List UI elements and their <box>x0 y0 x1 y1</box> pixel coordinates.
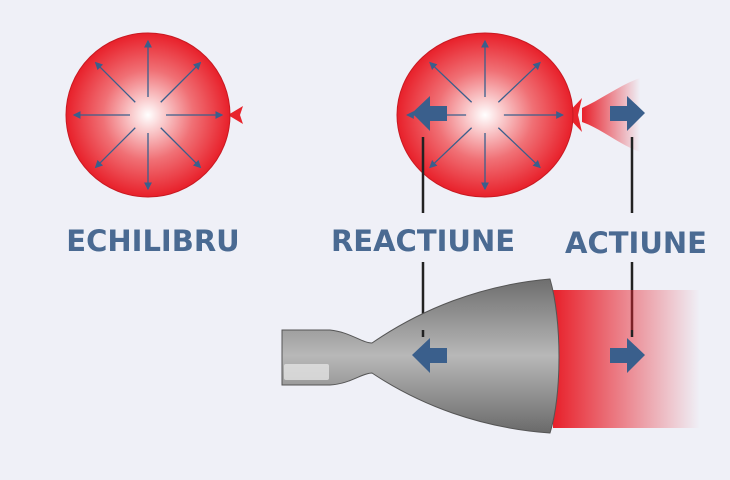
pressure-arrow-icon <box>94 61 136 103</box>
rocket-nozzle <box>281 278 700 434</box>
pressure-arrow-icon <box>497 61 541 103</box>
pressure-arrow-icon <box>160 61 202 103</box>
reaction-arrow-icon <box>412 338 447 373</box>
action-label: ACTIUNE <box>565 226 707 260</box>
pressure-arrow-icon <box>429 61 473 103</box>
pressure-arrow-icon <box>429 127 473 169</box>
action-arrow-icon <box>610 338 645 373</box>
balloon-knot <box>566 98 582 132</box>
pressure-arrow-icon <box>160 127 202 169</box>
nozzle-highlight <box>284 364 329 380</box>
reaction-balloon <box>396 32 645 198</box>
action-arrow-icon <box>610 96 645 131</box>
pressure-arrow-icon <box>94 127 136 169</box>
pressure-arrow-icon <box>497 127 541 169</box>
equilibrium-balloon <box>65 32 243 198</box>
reaction-label: REACTIUNE <box>330 224 516 258</box>
pressure-arrows <box>72 39 224 191</box>
equilibrium-label: ECHILIBRU <box>66 224 240 258</box>
balloon-body <box>396 32 574 198</box>
balloon-knot <box>228 106 243 124</box>
reaction-arrow-icon <box>412 96 447 131</box>
